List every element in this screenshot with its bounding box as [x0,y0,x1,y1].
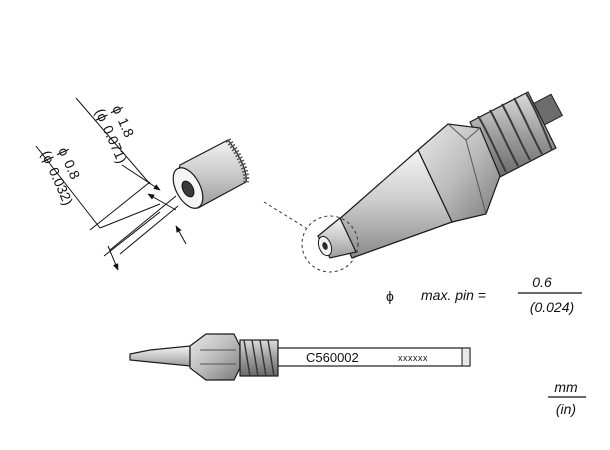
inner-diameter-label: ϕ 0.8 (ϕ 0.032) [38,145,83,208]
svg-text:ϕ 0.8: ϕ 0.8 [55,145,83,182]
tip-detail [172,138,250,209]
max-pin-label: max. pin = [421,287,486,303]
max-pin-in: (0.024) [530,299,574,315]
detail-callout [263,201,359,273]
inner-paren-open: ( [38,148,55,159]
max-pin-mm: 0.6 [532,274,552,290]
inner-paren-close: ) [60,197,77,208]
side-tip [129,345,191,367]
dimension-lines [35,97,187,271]
lot-code: xxxxxx [398,353,428,363]
units-bottom: (in) [556,401,576,417]
max-pin-annotation: ϕ max. pin = 0.6 (0.024) [386,274,582,315]
side-hex [189,333,241,381]
part-number: C560002 [306,350,359,365]
units-top: mm [554,379,578,395]
outer-paren-close: ) [114,155,131,166]
inner-diameter-mm: 0.8 [61,157,84,181]
svg-text:ϕ 1.8: ϕ 1.8 [109,103,137,140]
outer-diameter-label: ϕ 1.8 (ϕ 0.071) [92,103,137,166]
outer-paren-open: ( [92,106,109,117]
inner-diameter-symbol: ϕ [55,145,73,159]
outer-diameter-symbol: ϕ [109,103,127,117]
nozzle-side-view: C560002 xxxxxx [129,333,471,381]
units-legend: mm (in) [548,379,586,417]
max-pin-diameter-symbol: ϕ [386,288,394,304]
outer-diameter-mm: 1.8 [115,115,138,139]
side-thread [239,339,279,377]
nozzle-3d [317,91,564,259]
